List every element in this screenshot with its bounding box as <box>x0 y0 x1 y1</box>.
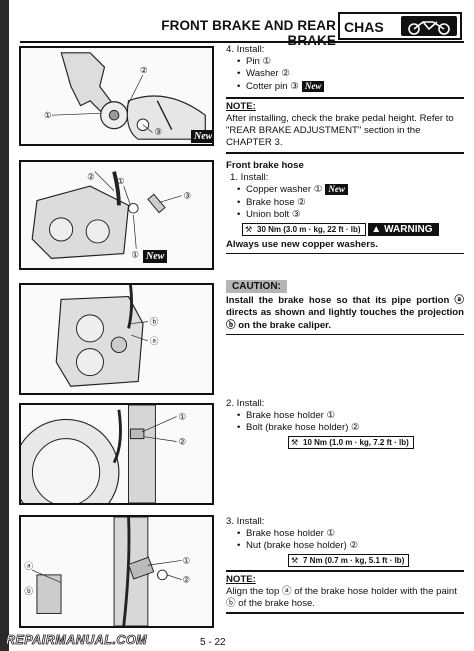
torque-spec-bolt: ⚒10 Nm (1.0 m · kg, 7.2 ft · lb) <box>288 435 414 449</box>
hose-step1-title: 1. Install: <box>230 172 269 184</box>
caliper-hose-routing-illustration: ⓑ ⓐ <box>55 285 159 387</box>
note2-rule-bottom <box>226 612 464 615</box>
figure3-callout-b: ⓑ <box>150 317 159 327</box>
step3-block: 3. Install: Brake hose holder ① Nut (bra… <box>226 516 464 616</box>
note-rule <box>226 96 464 99</box>
figure-rear-brake-pin: ① ② ③ New <box>19 46 214 146</box>
front-brake-hose-block: Front brake hose 1. Install: Copper wash… <box>226 160 464 256</box>
figure2-callout-1a: ① <box>117 176 125 186</box>
caution-rule <box>226 333 464 335</box>
figure4-callout-1: ① <box>178 411 186 421</box>
step2-block: 2. Install: Brake hose holder ① Bolt (br… <box>226 398 464 450</box>
note1-text: After installing, check the brake pedal … <box>226 113 454 149</box>
figure-hose-routing: ⓑ ⓐ <box>19 283 214 395</box>
page-header: FRONT BRAKE AND REAR BRAKE CHAS <box>124 12 464 48</box>
rear-brake-pedal-illustration: ① ② ③ <box>44 52 206 140</box>
hose-item-brake-hose: Brake hose ② <box>237 197 464 209</box>
step3-title: 3. Install: <box>226 516 265 527</box>
figure2-callout-2: ② <box>87 171 95 181</box>
figure-front-brake-hose: ② ① ③ ① New <box>19 160 214 270</box>
fork-hose-holder-illustration: ① ② ⓐ ⓑ <box>24 517 191 626</box>
new-part-badge: New <box>143 250 168 263</box>
caution-header: CAUTION: <box>226 280 287 293</box>
step4-item-pin: Pin ① <box>237 56 464 68</box>
step4-block: 4. Install: Pin ① Washer ② Cotter pin ③N… <box>226 44 464 156</box>
step2-item-holder: Brake hose holder ① <box>237 410 464 422</box>
warning-icon: ▲ <box>371 224 382 236</box>
note2-label: NOTE: <box>226 573 256 585</box>
header-rule <box>20 41 464 43</box>
figure5-callout-a: ⓐ <box>24 561 33 571</box>
figure1-callout-1: ① <box>44 110 52 120</box>
step2-title: 2. Install: <box>226 398 265 409</box>
warning-header: ▲WARNING <box>368 223 439 237</box>
figure2-callout-1b: ① <box>131 249 139 259</box>
figure3-callout-a: ⓐ <box>150 336 159 346</box>
new-part-badge: New <box>325 184 348 196</box>
section-code: CHAS <box>344 19 384 35</box>
torque-spec-nut: ⚒7 Nm (0.7 m · kg, 5.1 ft · lb) <box>288 553 410 567</box>
step3-item-nut: Nut (brake hose holder) ② <box>237 540 464 552</box>
section-title: Front brake hose <box>226 160 304 171</box>
brake-caliper-hose-illustration: ② ① ③ ① <box>31 171 191 259</box>
figure4-callout-2: ② <box>178 436 186 446</box>
motorcycle-icon <box>401 16 457 36</box>
note2-text: Align the top ⓐ of the brake hose holder… <box>226 585 457 610</box>
note1-label: NOTE: <box>226 100 256 112</box>
figure5-callout-1: ① <box>183 555 191 565</box>
watermark-logo: REPAIRMANUAL.COM <box>6 633 148 648</box>
warning-rule <box>226 253 464 255</box>
figure1-callout-2: ② <box>140 65 148 75</box>
note2-rule <box>226 569 464 572</box>
new-part-badge: New <box>301 80 325 92</box>
figure5-callout-2: ② <box>183 575 191 585</box>
wrench-icon: ⚒ <box>245 225 253 235</box>
new-part-badge: New <box>191 130 212 143</box>
step2-list: Brake hose holder ① Bolt (brake hose hol… <box>226 410 464 435</box>
wrench-icon: ⚒ <box>291 555 299 565</box>
step4-title: 4. Install: <box>226 44 265 55</box>
hose-item-union-bolt: Union bolt ③ <box>237 209 464 221</box>
figure1-callout-3: ③ <box>154 126 162 136</box>
figure-hose-holder-nut: ① ② ⓐ ⓑ <box>19 515 214 628</box>
caution-block: CAUTION: Install the brake hose so that … <box>226 276 464 337</box>
caution-text: Install the brake hose so that its pipe … <box>226 295 464 331</box>
step2-item-bolt: Bolt (brake hose holder) ② <box>237 422 464 434</box>
note-rule-bottom <box>226 151 464 154</box>
wrench-icon: ⚒ <box>291 437 299 447</box>
page-number: 5 - 22 <box>200 637 226 648</box>
brake-disc-hose-holder-illustration: ① ② <box>21 405 186 503</box>
step3-list: Brake hose holder ① Nut (brake hose hold… <box>226 528 464 553</box>
torque-spec-union-bolt: ⚒30 Nm (3.0 m · kg, 22 ft · lb) <box>242 223 366 237</box>
step3-item-holder: Brake hose holder ① <box>237 528 464 540</box>
figure2-callout-3: ③ <box>183 191 191 201</box>
page-title: FRONT BRAKE AND REAR BRAKE <box>161 18 336 48</box>
figure-hose-holder-bolt: ① ② <box>19 403 214 505</box>
figure5-callout-b: ⓑ <box>24 586 33 596</box>
step4-item-washer: Washer ② <box>237 68 464 80</box>
binding-edge <box>0 0 9 651</box>
warning-text: Always use new copper washers. <box>226 239 378 251</box>
section-badge: CHAS <box>338 12 462 40</box>
